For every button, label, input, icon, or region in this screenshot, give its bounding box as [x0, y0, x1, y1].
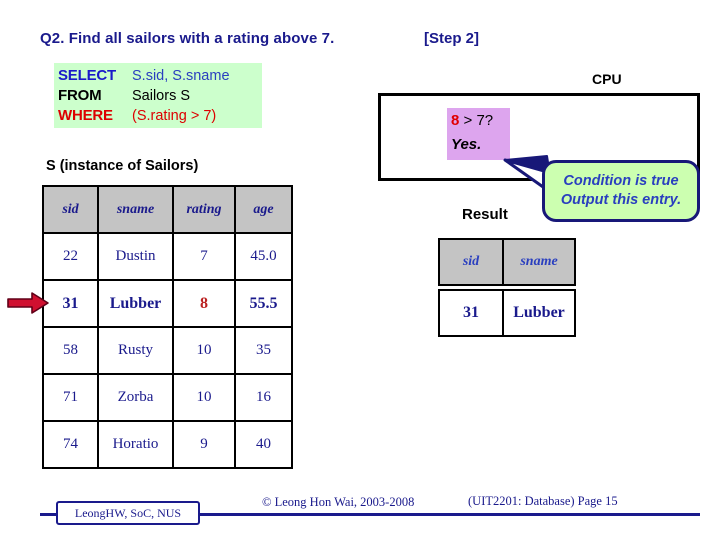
sql-argument-where: (S.rating > 7) [132, 108, 217, 124]
cell-rating: 9 [172, 420, 236, 469]
sql-line-select: SELECT S.sid, S.sname [58, 66, 258, 86]
table-row-highlighted: 31 Lubber 8 55.5 [42, 279, 293, 328]
result-cell-sname: Lubber [502, 289, 576, 337]
cell-rating: 7 [172, 232, 236, 281]
cell-age: 40 [234, 420, 293, 469]
result-header-row: sid sname [438, 238, 576, 286]
result-table-header: sid sname [438, 238, 576, 286]
page-title: Q2. Find all sailors with a rating above… [40, 30, 335, 47]
sailors-header-row: sid sname rating age [42, 185, 293, 234]
sql-keyword-select: SELECT [58, 67, 116, 84]
result-cell-sid: 31 [438, 289, 504, 337]
cell-sid: 22 [42, 232, 99, 281]
cell-age: 45.0 [234, 232, 293, 281]
table-row: 22 Dustin 7 45.0 [42, 232, 293, 281]
cell-rating: 10 [172, 326, 236, 375]
table-row: 71 Zorba 10 16 [42, 373, 293, 422]
result-label: Result [462, 206, 508, 223]
cell-rating: 8 [172, 279, 236, 328]
cell-sname: Rusty [97, 326, 174, 375]
footer-copyright: © Leong Hon Wai, 2003-2008 [262, 495, 415, 509]
callout-bubble: Condition is true Output this entry. [542, 160, 700, 222]
sailors-table: sid sname rating age 22 Dustin 7 45.0 31… [42, 185, 293, 469]
cell-sid: 71 [42, 373, 99, 422]
cpu-condition-highlight: 8 > 7? Yes. [447, 108, 510, 160]
cell-rating: 10 [172, 373, 236, 422]
cell-sid: 74 [42, 420, 99, 469]
cell-sid: 31 [42, 279, 99, 328]
row-pointer-arrow-icon [7, 292, 49, 314]
result-table-row: 31 Lubber [438, 289, 576, 337]
callout-line-1: Condition is true [563, 173, 679, 189]
footer-page-info: (UIT2201: Database) Page 15 [468, 494, 618, 508]
result-table-body: 31 Lubber [438, 289, 576, 337]
sailors-table-caption: S (instance of Sailors) [46, 158, 199, 174]
cell-age: 55.5 [234, 279, 293, 328]
sql-query-block: SELECT S.sid, S.sname FROM Sailors S WHE… [54, 63, 262, 128]
table-row: 74 Horatio 9 40 [42, 420, 293, 469]
column-header-rating: rating [172, 185, 236, 234]
cell-sname: Zorba [97, 373, 174, 422]
table-row: 58 Rusty 10 35 [42, 326, 293, 375]
cell-age: 16 [234, 373, 293, 422]
footer-author-box: LeongHW, SoC, NUS [56, 501, 200, 525]
sql-argument-select: S.sid, S.sname [132, 68, 230, 84]
sql-line-from: FROM Sailors S [58, 86, 258, 106]
column-header-sname: sname [97, 185, 174, 234]
step-label: [Step 2] [424, 30, 480, 47]
cpu-condition-answer: Yes. [451, 136, 482, 153]
cpu-condition-expression: 8 > 7? [451, 108, 510, 133]
cpu-condition-value: 8 [451, 112, 460, 129]
result-column-header-sid: sid [438, 238, 504, 286]
cell-sname: Horatio [97, 420, 174, 469]
column-header-age: age [234, 185, 293, 234]
result-column-header-sname: sname [502, 238, 576, 286]
sql-keyword-from: FROM [58, 87, 102, 104]
cpu-label: CPU [592, 71, 622, 87]
cell-age: 35 [234, 326, 293, 375]
callout-line-2: Output this entry. [560, 192, 682, 208]
sql-line-where: WHERE (S.rating > 7) [58, 106, 258, 126]
cell-sname: Lubber [97, 279, 174, 328]
footer-divider [40, 513, 700, 516]
footer-author-label: LeongHW, SoC, NUS [74, 505, 182, 520]
column-header-sid: sid [42, 185, 99, 234]
cpu-condition-rest: > 7? [459, 112, 494, 129]
sql-argument-from: Sailors S [132, 88, 191, 104]
cell-sid: 58 [42, 326, 99, 375]
sql-keyword-where: WHERE [58, 107, 113, 124]
cell-sname: Dustin [97, 232, 174, 281]
